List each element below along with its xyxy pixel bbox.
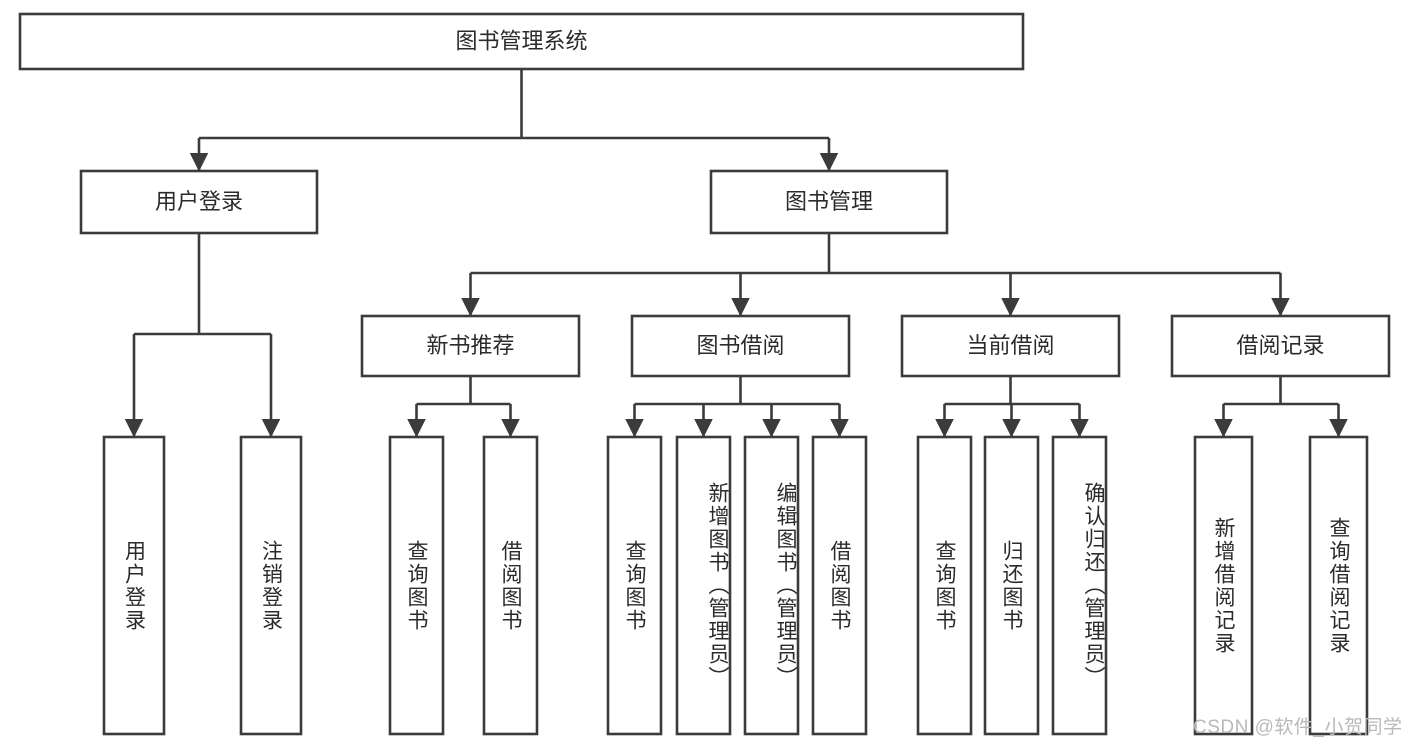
node-leaf-query-book-1-rect[interactable] xyxy=(388,435,445,736)
node-leaf-query-borrow-record[interactable] xyxy=(1308,435,1369,736)
node-user-login[interactable]: 用户登录 xyxy=(79,169,319,235)
node-borrow-record-rect[interactable] xyxy=(1170,314,1391,378)
node-book-borrow-label: 图书借阅 xyxy=(696,333,784,358)
node-borrow-record[interactable]: 借阅记录 xyxy=(1170,314,1391,378)
node-leaf-query-book-3-rect[interactable] xyxy=(916,435,973,736)
node-system-title[interactable]: 图书管理系统 xyxy=(18,12,1025,71)
node-leaf-add-borrow-record[interactable] xyxy=(1193,435,1254,736)
node-leaf-edit-book-rect[interactable] xyxy=(743,435,800,736)
node-leaf-borrow-book-1[interactable] xyxy=(482,435,539,736)
node-system-title-rect[interactable] xyxy=(18,12,1025,71)
node-current-borrow-label: 当前借阅 xyxy=(966,333,1054,358)
node-leaf-user-login-rect[interactable] xyxy=(102,435,166,736)
connector-lines xyxy=(124,69,1348,438)
node-leaf-edit-book[interactable] xyxy=(743,435,800,736)
node-leaf-query-book-2[interactable] xyxy=(606,435,663,736)
node-leaf-query-borrow-record-rect[interactable] xyxy=(1308,435,1369,736)
node-leaf-query-book-1[interactable] xyxy=(388,435,445,736)
node-new-book-recommend-label: 新书推荐 xyxy=(426,333,514,358)
node-leaf-user-login[interactable] xyxy=(102,435,166,736)
node-system-title-label: 图书管理系统 xyxy=(455,28,587,53)
node-leaf-return-book-rect[interactable] xyxy=(983,435,1040,736)
node-leaf-add-borrow-record-rect[interactable] xyxy=(1193,435,1254,736)
node-leaf-logout-login[interactable] xyxy=(239,435,303,736)
node-book-borrow-rect[interactable] xyxy=(630,314,851,378)
watermark-text: CSDN @软件_小贺同学 xyxy=(1193,717,1403,738)
node-leaf-confirm-return-rect[interactable] xyxy=(1051,435,1108,736)
node-leaf-borrow-book-2-rect[interactable] xyxy=(811,435,868,736)
node-book-management-rect[interactable] xyxy=(709,169,949,235)
node-user-login-rect[interactable] xyxy=(79,169,319,235)
node-leaf-add-book[interactable] xyxy=(675,435,732,736)
node-leaf-borrow-book-2[interactable] xyxy=(811,435,868,736)
node-leaf-borrow-book-1-rect[interactable] xyxy=(482,435,539,736)
node-borrow-record-label: 借阅记录 xyxy=(1236,333,1324,358)
node-new-book-recommend-rect[interactable] xyxy=(360,314,581,378)
node-leaf-return-book[interactable] xyxy=(983,435,1040,736)
node-current-borrow-rect[interactable] xyxy=(900,314,1121,378)
node-leaf-logout-login-rect[interactable] xyxy=(239,435,303,736)
node-user-login-label: 用户登录 xyxy=(155,189,243,214)
node-book-borrow[interactable]: 图书借阅 xyxy=(630,314,851,378)
node-book-management-label: 图书管理 xyxy=(785,189,873,214)
node-leaf-add-book-rect[interactable] xyxy=(675,435,732,736)
node-leaf-confirm-return[interactable] xyxy=(1051,435,1108,736)
node-book-management[interactable]: 图书管理 xyxy=(709,169,949,235)
node-leaf-query-book-2-rect[interactable] xyxy=(606,435,663,736)
node-current-borrow[interactable]: 当前借阅 xyxy=(900,314,1121,378)
node-leaf-query-book-3[interactable] xyxy=(916,435,973,736)
node-new-book-recommend[interactable]: 新书推荐 xyxy=(360,314,581,378)
